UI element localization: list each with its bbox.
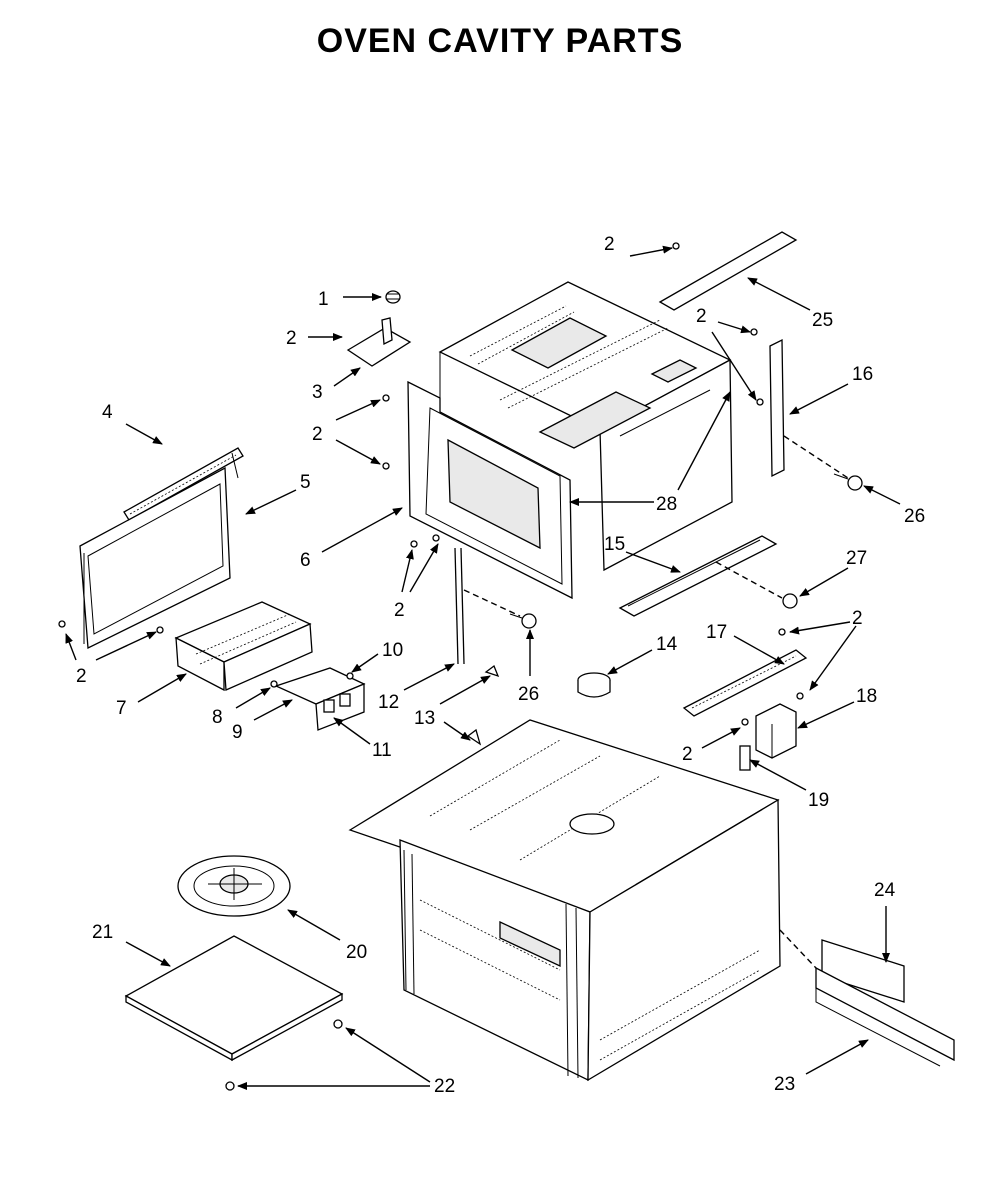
callout-24: 24 <box>874 880 896 901</box>
part-3-bracket <box>346 317 412 367</box>
callout-28: 28 <box>656 494 677 515</box>
part-4-trim-strip <box>123 447 244 521</box>
callout-19: 19 <box>808 790 829 811</box>
callout-3: 3 <box>312 382 323 403</box>
part-26-screw-center <box>509 613 537 629</box>
part-21-tray <box>124 935 344 1062</box>
callout-27: 27 <box>846 548 867 569</box>
part-22-feet <box>225 1019 343 1091</box>
part-15-strip <box>618 535 778 617</box>
part-23-rail <box>779 929 955 1067</box>
part-20-fan <box>177 855 291 917</box>
callout-13: 13 <box>414 708 435 729</box>
callout-2: 2 <box>312 424 323 445</box>
callout-2: 2 <box>286 328 297 349</box>
callout-6: 6 <box>300 550 311 571</box>
callout-1: 1 <box>318 289 329 310</box>
oven-cavity-shell <box>438 281 733 572</box>
callout-11: 11 <box>372 740 392 761</box>
callout-14: 14 <box>656 634 678 655</box>
part-8-11-switch-bracket <box>270 667 366 731</box>
part-5-side-panel <box>58 466 231 650</box>
part-1-cap <box>385 290 401 304</box>
part-18-bracket <box>755 703 797 759</box>
callout-26: 26 <box>518 684 539 705</box>
callout-18: 18 <box>856 686 877 707</box>
part-27-screw <box>782 593 798 609</box>
callout-2: 2 <box>604 234 615 255</box>
part-13-clips <box>466 664 500 746</box>
callout-2: 2 <box>394 600 405 621</box>
callout-5: 5 <box>300 472 311 493</box>
callout-7: 7 <box>116 698 127 719</box>
part-24-plate <box>821 939 905 1003</box>
callout-21: 21 <box>92 922 113 943</box>
part-25-top-strip <box>658 231 798 311</box>
callout-22: 22 <box>434 1076 455 1097</box>
part-7-box-assembly <box>156 601 313 692</box>
callout-10: 10 <box>382 640 403 661</box>
part-26-screw-right <box>833 473 863 491</box>
part-17-rail <box>682 628 808 717</box>
callout-2: 2 <box>852 608 863 629</box>
part-12-rod <box>454 547 465 665</box>
oven-cabinet <box>348 719 781 1082</box>
callout-20: 20 <box>346 942 367 963</box>
callout-26: 26 <box>904 506 925 527</box>
callout-23: 23 <box>774 1074 795 1095</box>
callout-4: 4 <box>102 402 113 423</box>
callout-15: 15 <box>604 534 625 555</box>
callout-17: 17 <box>706 622 727 643</box>
leader-lines <box>65 245 901 1090</box>
part-14-thermostat <box>577 672 611 698</box>
callout-labels: 1 2 3 4 2 5 6 2 2 7 8 9 10 11 12 13 26 1… <box>76 234 925 1097</box>
part-16-vertical-strip <box>750 328 785 478</box>
callout-16: 16 <box>852 364 873 385</box>
part-6-front-frame <box>382 380 573 600</box>
callout-12: 12 <box>378 692 399 713</box>
callout-9: 9 <box>232 722 243 743</box>
callout-2: 2 <box>682 744 693 765</box>
callout-8: 8 <box>212 707 223 728</box>
callout-25: 25 <box>812 310 833 331</box>
callout-2: 2 <box>76 666 87 687</box>
part-19-pin <box>739 718 751 771</box>
callout-2: 2 <box>696 306 707 327</box>
diagram-title: OVEN CAVITY PARTS <box>316 22 684 60</box>
